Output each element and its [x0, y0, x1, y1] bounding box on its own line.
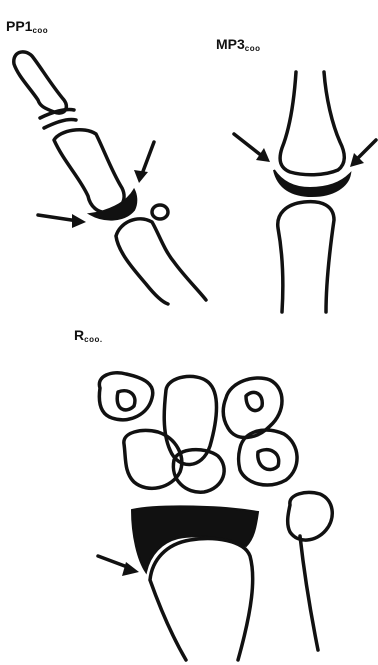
wrist-group	[99, 373, 332, 660]
pp1-finger-group	[14, 52, 206, 304]
proximal-phalanx	[116, 219, 206, 304]
carpal-bone-3	[223, 378, 282, 438]
joint-space-distal-2	[44, 119, 76, 128]
carpal-bone-1-inner	[117, 391, 135, 410]
arrow-icon	[350, 140, 376, 167]
arrow-icon	[134, 142, 154, 183]
mp3-finger-group	[274, 72, 350, 312]
arrow-icon	[98, 556, 139, 576]
carpal-bone-3-inner	[246, 392, 262, 410]
ulna	[288, 492, 333, 650]
mp3-upper-bone	[280, 72, 344, 175]
arrow-icon	[38, 214, 86, 228]
label-radius: Rcoo.	[74, 327, 103, 344]
sesamoid-bone	[152, 205, 168, 219]
label-mp3: MP3coo	[216, 36, 261, 53]
radius-bone	[150, 539, 253, 660]
mp3-lower-bone	[278, 202, 334, 312]
label-pp1: PP1coo	[6, 18, 48, 35]
carpal-bone-6-inner	[258, 450, 279, 470]
carpal-bone-1	[99, 373, 152, 420]
arrow-icon	[234, 134, 270, 162]
distal-phalanx	[14, 52, 67, 113]
pp1-cartilage-shadow	[90, 190, 136, 220]
middle-phalanx	[54, 130, 124, 213]
